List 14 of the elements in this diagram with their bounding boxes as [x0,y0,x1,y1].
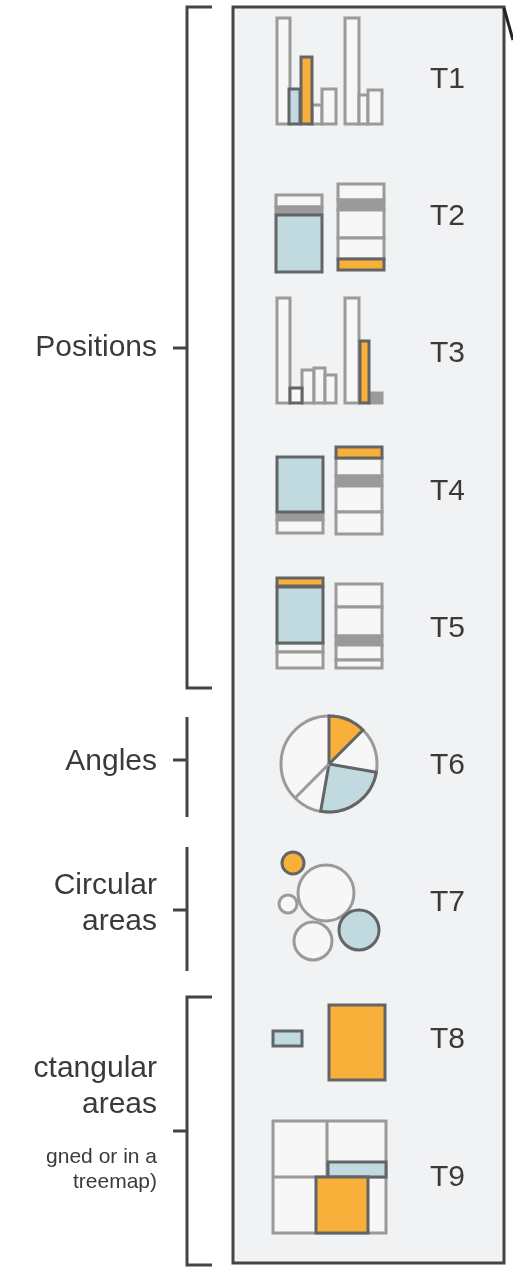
technique-label: T5 [430,608,465,645]
group-label: Circular areas [52,866,157,938]
group-label: ctangular areas [32,1049,157,1121]
technique-label: T4 [430,471,465,508]
technique-label: T3 [430,334,465,371]
group-label: Angles [64,742,157,778]
technique-label: T9 [430,1157,465,1194]
group-label: Positions [34,328,157,364]
group-label: gned or in a treemap) [45,1142,157,1194]
technique-label: T6 [430,746,465,782]
technique-label: T8 [430,1020,465,1057]
technique-label: T2 [430,197,465,234]
technique-label: T1 [430,60,465,96]
technique-label: T7 [430,883,465,920]
